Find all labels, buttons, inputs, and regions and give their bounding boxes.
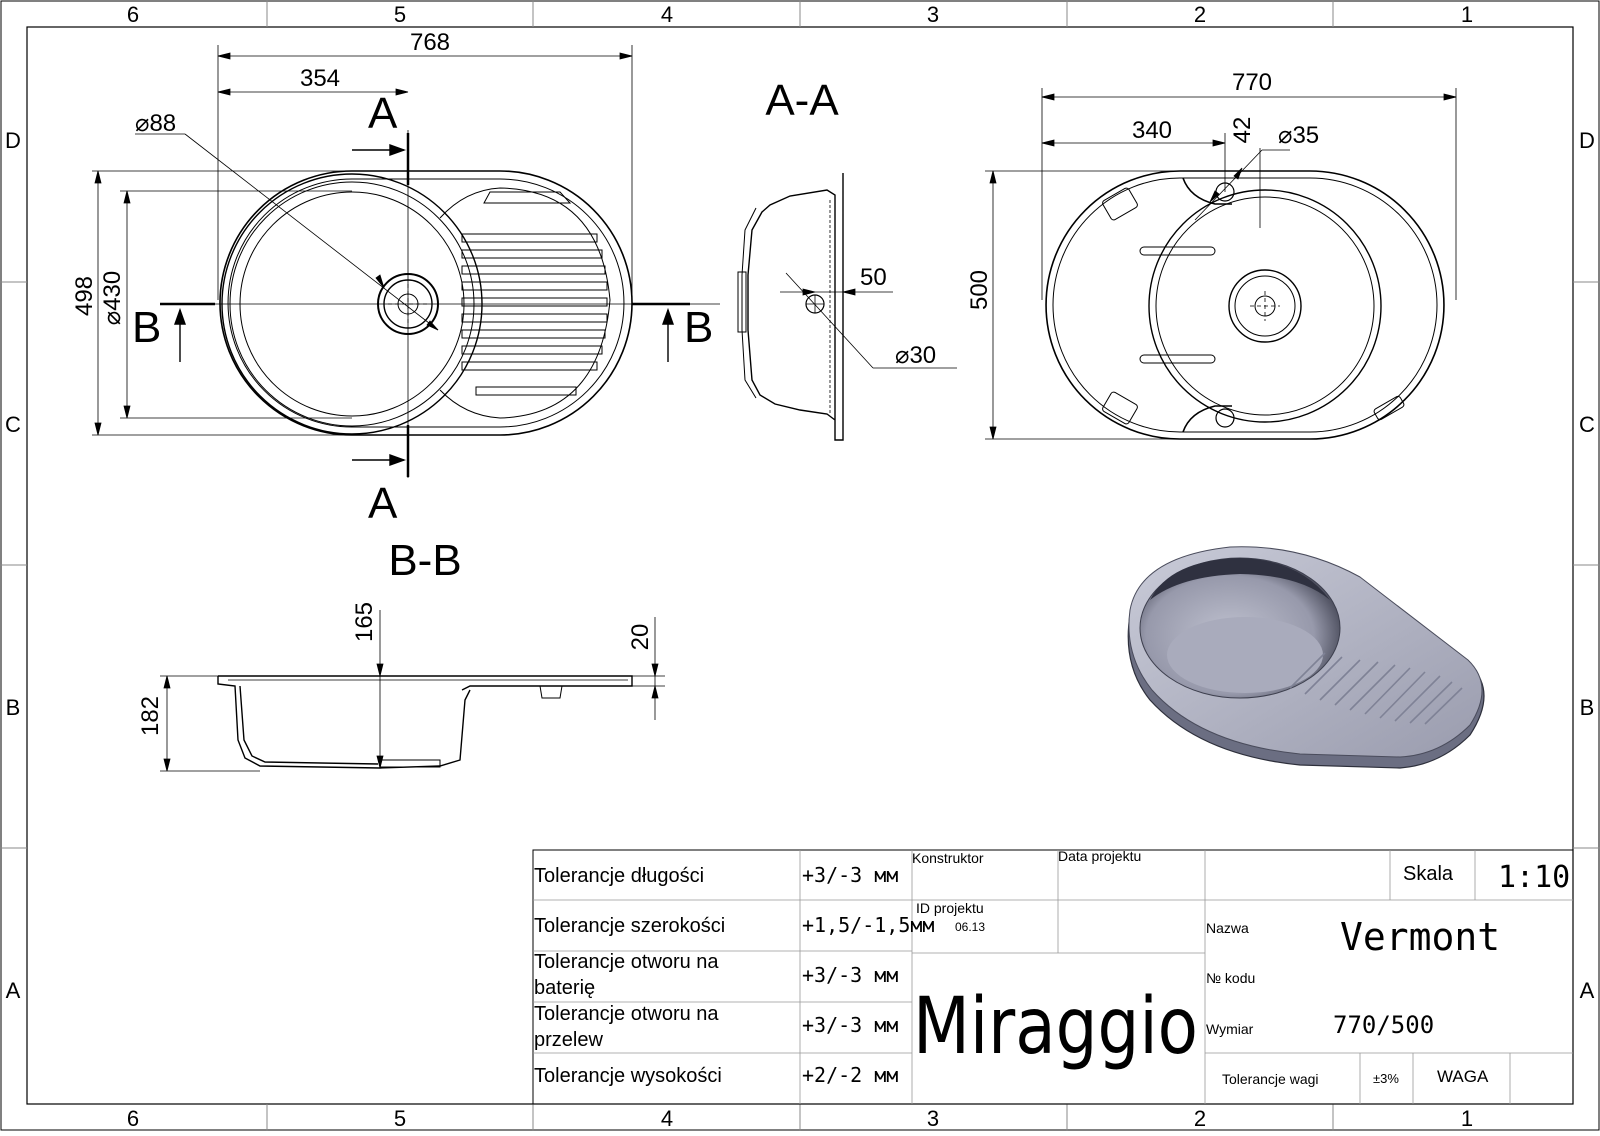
column-label: 3 (927, 2, 939, 27)
column-label: 4 (661, 1106, 673, 1131)
dim-bowl-depth: 165 (351, 602, 378, 642)
section-a-markers (352, 133, 410, 477)
id-projektu-value: 06.13 (955, 920, 985, 934)
tolerance-row: Tolerancje szerokości +1,5/-1,5мм (534, 913, 934, 937)
tolerance-value: +3/-3 мм (802, 1013, 898, 1037)
bottom-view-dimension-lines (985, 88, 1457, 440)
dim-bowl-offset: 354 (300, 65, 340, 92)
row-label: D (1579, 128, 1595, 153)
dim-overflow-offset: 50 (860, 264, 887, 291)
data-projektu-label: Data projektu (1058, 848, 1141, 864)
column-label: 3 (927, 1106, 939, 1131)
section-b-markers (160, 302, 690, 362)
sink-3d-render (1127, 546, 1485, 769)
tolerance-row: Tolerancje wysokości +2/-2 мм (534, 1063, 898, 1087)
tolerance-value: +2/-2 мм (802, 1063, 898, 1087)
dim-tap-offset: 340 (1132, 117, 1172, 144)
bottom-view: 770 340 42 ⌀35 500 (966, 69, 1457, 440)
column-label: 1 (1461, 2, 1473, 27)
dim-overflow-diameter: ⌀30 (895, 342, 936, 369)
top-view: A A B B 768 (71, 29, 720, 528)
dim-bowl-diameter: ⌀430 (99, 271, 126, 326)
tolerance-label-line2: baterię (534, 977, 595, 999)
dim-tap-diameter: ⌀35 (1278, 122, 1319, 149)
top-view-centerlines (160, 130, 720, 478)
tolerance-value: +3/-3 мм (802, 863, 898, 887)
nazwa-value: Vermont (1340, 915, 1500, 959)
waga-label: WAGA (1437, 1067, 1489, 1086)
dim-total-height: 182 (137, 696, 164, 736)
skala-value: 1:10 (1498, 860, 1570, 895)
frame-column-labels: 6 5 4 3 2 1 6 5 4 3 2 1 (127, 2, 1473, 1131)
sink-3d-ribs (1289, 652, 1463, 725)
dim-drain-diameter: ⌀88 (135, 110, 176, 137)
section-bb-dimension-lines (160, 610, 665, 772)
tolerancje-wagi-label: Tolerancje wagi (1222, 1071, 1319, 1087)
title-block (532, 849, 1574, 1105)
section-aa-view: A-A 50 ⌀30 (737, 76, 957, 441)
tolerance-label: Tolerancje długości (534, 865, 704, 887)
column-label: 2 (1194, 2, 1206, 27)
row-label: D (5, 128, 21, 153)
section-aa-profile (737, 173, 844, 441)
column-label: 2 (1194, 1106, 1206, 1131)
tolerance-label-line2: przelew (534, 1029, 603, 1051)
bottom-view-centerlines (1250, 291, 1280, 321)
dim-width: 500 (966, 270, 993, 310)
column-label: 1 (1461, 1106, 1473, 1131)
bottom-view-brackets (1102, 187, 1405, 425)
section-bb-view: B-B 165 20 182 (137, 536, 665, 772)
column-label: 6 (127, 1106, 139, 1131)
bottom-view-outline (1045, 170, 1445, 440)
row-label: A (6, 978, 21, 1003)
tolerance-value: +3/-3 мм (802, 963, 898, 987)
dim-overall-width: 498 (71, 276, 98, 316)
section-a-label-top: A (368, 89, 398, 138)
tolerance-label-line1: Tolerancje otworu na (534, 1003, 719, 1025)
dim-total-length: 768 (410, 29, 450, 56)
tolerance-row: Tolerancje długości +3/-3 мм (534, 863, 898, 887)
tolerance-row: Tolerancje otworu na przelew +3/-3 мм (534, 1003, 898, 1051)
skala-label: Skala (1403, 863, 1454, 885)
row-label: B (6, 695, 21, 720)
frame-row-labels: D C B A D C B A (5, 128, 1595, 1003)
tolerance-value: +1,5/-1,5мм (802, 913, 934, 937)
column-label: 5 (394, 2, 406, 27)
tolerance-label: Tolerancje szerokości (534, 915, 725, 937)
section-bb-title: B-B (388, 536, 461, 585)
brand-logo: Miraggio (913, 982, 1198, 1072)
id-projektu-label: ID projektu (916, 900, 984, 916)
section-aa-dimension-lines (780, 272, 957, 369)
section-a-label-bottom: A (368, 479, 398, 528)
konstruktor-label: Konstruktor (912, 850, 984, 866)
tolerance-row: Tolerancje otworu na baterię +3/-3 мм (534, 951, 898, 999)
kod-label: № kodu (1206, 970, 1255, 986)
tolerance-table: Tolerancje długości +3/-3 мм Tolerancje … (534, 863, 934, 1087)
drainboard-ribs (461, 233, 608, 396)
dim-total-length: 770 (1232, 69, 1272, 96)
dim-tap-edge: 42 (1229, 117, 1256, 144)
column-label: 5 (394, 1106, 406, 1131)
section-b-label-left: B (132, 303, 161, 352)
section-b-label-right: B (684, 303, 713, 352)
column-label: 4 (661, 2, 673, 27)
dim-rim-height: 20 (627, 624, 654, 651)
column-label: 6 (127, 2, 139, 27)
section-bb-profile (217, 675, 633, 769)
tolerancje-wagi-value: ±3% (1373, 1071, 1399, 1086)
row-label: C (5, 412, 21, 437)
tolerance-label: Tolerancje wysokości (534, 1065, 722, 1087)
tolerance-label-line1: Tolerancje otworu na (534, 951, 719, 973)
row-label: B (1580, 695, 1595, 720)
section-aa-title: A-A (765, 76, 839, 125)
nazwa-label: Nazwa (1206, 920, 1249, 936)
row-label: A (1580, 978, 1595, 1003)
top-view-dimension-lines (92, 45, 633, 436)
row-label: C (1579, 412, 1595, 437)
wymiar-value: 770/500 (1333, 1011, 1434, 1039)
wymiar-label: Wymiar (1206, 1021, 1254, 1037)
